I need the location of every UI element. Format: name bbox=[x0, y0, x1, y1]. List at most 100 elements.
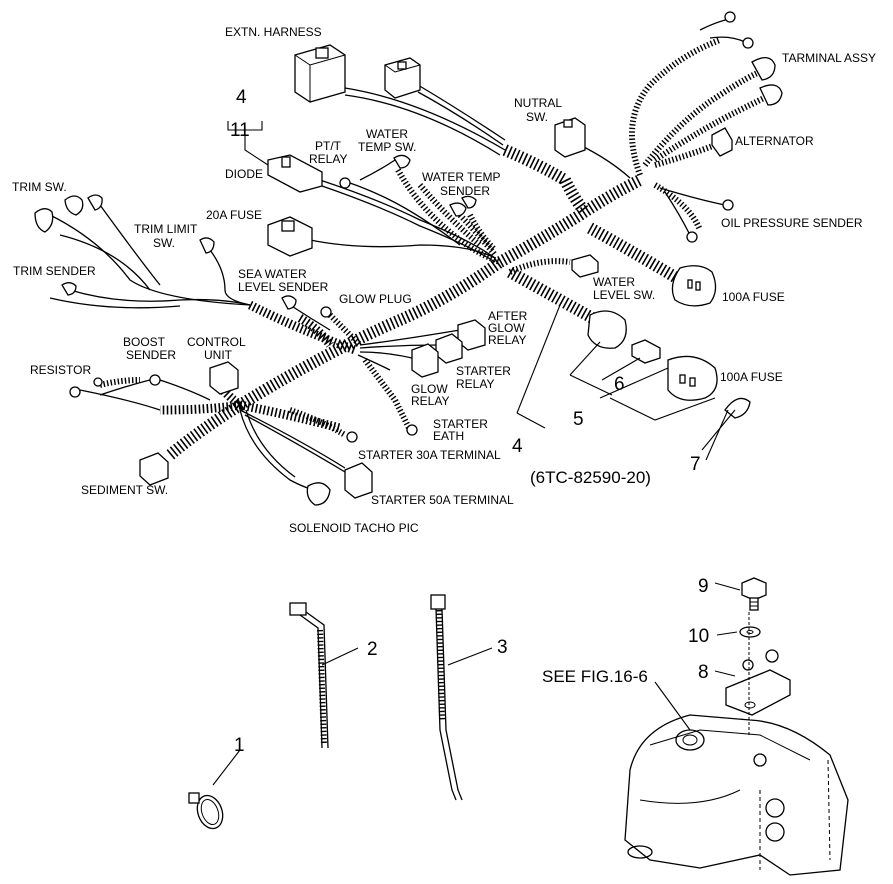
callout-6: 6 bbox=[614, 374, 625, 395]
label-boost-sender-2: SENDER bbox=[126, 348, 176, 362]
water-level-sw-component bbox=[571, 254, 599, 278]
label-after-glow-3: RELAY bbox=[488, 333, 526, 347]
label-trim-sw: TRIM SW. bbox=[12, 180, 67, 194]
part-3-cable-tie bbox=[430, 594, 463, 801]
part-1-clamp bbox=[188, 792, 224, 830]
label-starter-relay-2: RELAY bbox=[456, 377, 494, 391]
label-glow-plug: GLOW PLUG bbox=[339, 292, 412, 306]
control-unit-component bbox=[209, 361, 239, 395]
water-temp-sender-plug bbox=[449, 202, 467, 217]
label-100a-fuse-top: 100A FUSE bbox=[722, 290, 785, 304]
trim-sender-plug bbox=[61, 282, 77, 296]
label-after-glow: AFTER bbox=[488, 309, 528, 323]
callout-7: 7 bbox=[690, 454, 701, 475]
label-100a-fuse-mid: 100A FUSE bbox=[720, 370, 783, 384]
part-2-cable-tie bbox=[289, 602, 329, 749]
label-resistor: RESISTOR bbox=[30, 363, 91, 377]
label-diode: DIODE bbox=[225, 167, 263, 181]
label-water-temp-sender: WATER TEMP bbox=[422, 170, 500, 184]
part-8-bracket bbox=[725, 649, 791, 716]
leader-lines bbox=[212, 121, 741, 786]
component-labels: EXTN. HARNESS TARMINAL ASSY NUTRAL SW. A… bbox=[12, 25, 876, 686]
label-pt-relay: PT/T bbox=[315, 139, 342, 153]
boost-sender-ring bbox=[149, 374, 161, 386]
label-pt-relay-2: RELAY bbox=[309, 152, 347, 166]
components bbox=[34, 11, 783, 506]
label-nutral-sw: NUTRAL bbox=[514, 96, 562, 110]
glow-plug-ring bbox=[320, 306, 332, 318]
water-temp-sender-plug-2 bbox=[461, 195, 477, 209]
pt-relay-ring bbox=[339, 177, 351, 189]
label-nutral-sw-2: SW. bbox=[526, 110, 548, 124]
label-water-level-sw-2: LEVEL SW. bbox=[593, 288, 655, 302]
extn-small-connector bbox=[384, 57, 421, 99]
label-starter-eath: STARTER bbox=[433, 417, 488, 431]
callout-11: 11 bbox=[230, 120, 250, 141]
label-starter-30a: STARTER 30A TERMINAL bbox=[358, 448, 501, 462]
part-9-bolt bbox=[741, 577, 767, 611]
starter-50a-component bbox=[344, 462, 373, 499]
label-starter-50a: STARTER 50A TERMINAL bbox=[371, 493, 514, 507]
label-after-glow-2: GLOW bbox=[488, 321, 525, 335]
solenoid-tacho-component bbox=[306, 482, 331, 506]
lower-parts bbox=[188, 577, 849, 876]
label-water-temp-sw-2: TEMP SW. bbox=[358, 140, 416, 154]
label-trim-limit-sw: TRIM LIMIT bbox=[134, 222, 198, 236]
label-trim-limit-sw-2: SW. bbox=[153, 236, 175, 250]
label-oil-pressure-sender: OIL PRESSURE SENDER bbox=[721, 216, 863, 230]
resistor-ring-1 bbox=[69, 386, 81, 398]
label-sediment-sw: SEDIMENT SW. bbox=[81, 483, 168, 497]
callout-numbers: 4 11 4 5 6 7 1 2 3 8 9 10 bbox=[230, 87, 709, 756]
label-water-temp-sw: WATER bbox=[366, 127, 408, 141]
label-starter-eath-2: EATH bbox=[433, 429, 464, 443]
callout-4-top: 4 bbox=[236, 87, 247, 108]
trim-sw-connectors bbox=[34, 194, 103, 233]
label-sea-water-2: LEVEL SENDER bbox=[238, 280, 329, 294]
thin-wires bbox=[49, 17, 772, 491]
label-solenoid-tacho: SOLENOID TACHO PIC bbox=[289, 521, 419, 535]
label-terminal-assy: TARMINAL ASSY bbox=[782, 51, 876, 65]
label-extn-harness: EXTN. HARNESS bbox=[225, 25, 322, 39]
label-control-unit-2: UNIT bbox=[204, 348, 233, 362]
callout-1: 1 bbox=[234, 735, 245, 756]
trim-limit-sw-plug bbox=[199, 237, 215, 254]
label-sea-water: SEA WATER bbox=[238, 267, 307, 281]
label-20a-fuse: 20A FUSE bbox=[206, 208, 262, 222]
label-alternator: ALTERNATOR bbox=[735, 134, 814, 148]
label-trim-sender: TRIM SENDER bbox=[13, 264, 96, 278]
label-starter-relay: STARTER bbox=[456, 364, 511, 378]
oil-ring-1 bbox=[722, 199, 734, 211]
nutral-sw-connector bbox=[554, 117, 586, 158]
fuse-20a-component bbox=[267, 216, 313, 257]
label-glow-relay-2: RELAY bbox=[411, 394, 449, 408]
fuse-100a-top-component bbox=[671, 265, 717, 307]
relay-cluster bbox=[411, 319, 486, 378]
oil-ring-2 bbox=[686, 231, 698, 243]
sediment-sw-component bbox=[139, 452, 169, 486]
callout-9: 9 bbox=[698, 576, 709, 597]
callout-4: 4 bbox=[512, 436, 523, 457]
label-part-code: (6TC-82590-20) bbox=[530, 468, 651, 487]
callout-2: 2 bbox=[367, 639, 378, 660]
callout-5: 5 bbox=[573, 409, 584, 430]
label-water-temp-sender-2: SENDER bbox=[440, 184, 490, 198]
fuse-holder-cluster bbox=[587, 310, 751, 419]
sea-water-plug bbox=[281, 295, 297, 310]
callout-3: 3 bbox=[497, 637, 508, 658]
starter-30a-ring bbox=[346, 431, 358, 443]
resistor-ring-2 bbox=[93, 377, 103, 387]
label-control-unit: CONTROL bbox=[187, 335, 246, 349]
part-10-washer bbox=[739, 626, 761, 638]
label-boost-sender: BOOST bbox=[123, 335, 166, 349]
label-see-fig: SEE FIG.16-6 bbox=[542, 667, 648, 686]
water-temp-sw-plug bbox=[393, 154, 411, 169]
alternator-plug bbox=[711, 127, 733, 157]
callout-10: 10 bbox=[688, 626, 709, 647]
starter-eath-ring bbox=[406, 424, 418, 436]
terminal-assy-ends bbox=[724, 11, 783, 106]
label-glow-relay: GLOW bbox=[411, 382, 448, 396]
extn-harness-connector bbox=[294, 44, 346, 103]
engine-mount-bracket bbox=[624, 714, 849, 876]
